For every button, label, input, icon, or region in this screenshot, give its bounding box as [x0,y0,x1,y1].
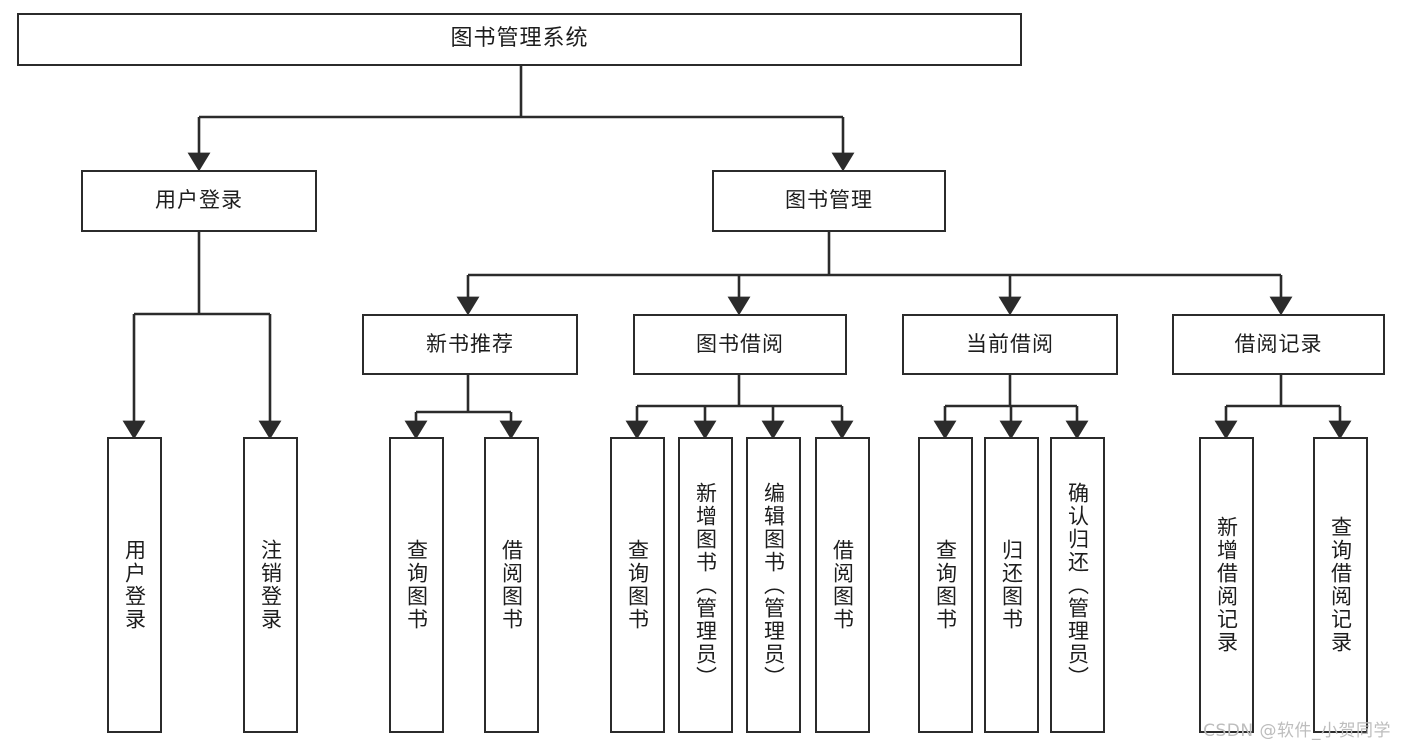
leaf-label: 查询图书 [404,539,429,631]
node-current[interactable]: 当前借阅 [902,314,1118,375]
node-borrow[interactable]: 图书借阅 [633,314,847,375]
node-new-book[interactable]: 新书推荐 [362,314,578,375]
leaf-label: 确认归还（管理员） [1065,481,1090,689]
leaf-borrow-query[interactable]: 查询图书 [610,437,665,733]
leaf-current-query[interactable]: 查询图书 [918,437,973,733]
leaf-label: 新增借阅记录 [1214,516,1239,654]
leaf-label: 归还图书 [999,539,1024,631]
leaf-label: 注销登录 [258,539,283,631]
node-book-manage-label: 图书管理 [785,188,873,213]
leaf-label: 借阅图书 [499,539,524,631]
node-root[interactable]: 图书管理系统 [17,13,1022,66]
leaf-borrow-edit-book[interactable]: 编辑图书（管理员） [746,437,801,733]
leaf-records-add[interactable]: 新增借阅记录 [1199,437,1254,733]
leaf-current-return[interactable]: 归还图书 [984,437,1039,733]
leaf-new-book-query[interactable]: 查询图书 [389,437,444,733]
leaf-current-confirm-return[interactable]: 确认归还（管理员） [1050,437,1105,733]
node-records[interactable]: 借阅记录 [1172,314,1385,375]
node-current-label: 当前借阅 [966,331,1054,356]
leaf-user-login-logout[interactable]: 注销登录 [243,437,298,733]
leaf-label: 查询图书 [933,539,958,631]
node-new-book-label: 新书推荐 [426,331,514,356]
leaf-borrow-borrow-book[interactable]: 借阅图书 [815,437,870,733]
node-root-label: 图书管理系统 [450,26,589,52]
leaf-label: 查询图书 [625,539,650,631]
leaf-user-login-login[interactable]: 用户登录 [107,437,162,733]
leaf-borrow-add-book[interactable]: 新增图书（管理员） [678,437,733,733]
node-borrow-label: 图书借阅 [696,331,784,356]
leaf-label: 借阅图书 [830,539,855,631]
leaf-label: 查询借阅记录 [1328,516,1353,654]
leaf-label: 用户登录 [122,539,147,631]
leaf-label: 新增图书（管理员） [693,481,718,689]
node-user-login-label: 用户登录 [155,188,243,213]
node-book-manage[interactable]: 图书管理 [712,170,946,232]
leaf-label: 编辑图书（管理员） [761,481,786,689]
node-user-login[interactable]: 用户登录 [81,170,317,232]
leaf-records-query[interactable]: 查询借阅记录 [1313,437,1368,733]
leaf-new-book-borrow[interactable]: 借阅图书 [484,437,539,733]
node-records-label: 借阅记录 [1234,331,1323,356]
